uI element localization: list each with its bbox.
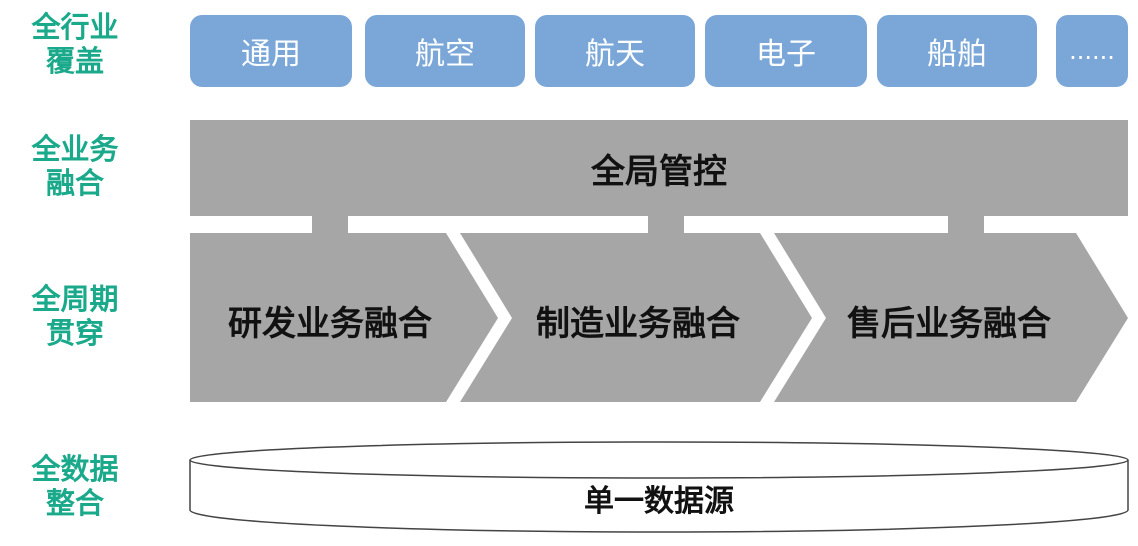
stage-aftersales-label: 售后业务融合 [847, 303, 1051, 344]
chevron-rd [190, 233, 498, 402]
industry-chip-more: ...... [1056, 15, 1128, 87]
label-data-integration: 全数据 整合 [10, 452, 140, 520]
connector [948, 214, 984, 234]
label-line: 全行业 [31, 10, 119, 44]
data-source-cylinder [189, 441, 1129, 533]
connector [312, 214, 348, 234]
stage-manufacturing-label: 制造业务融合 [536, 303, 740, 344]
industry-chip-general: 通用 [190, 15, 352, 87]
label-line: 全数据 [31, 452, 119, 486]
industry-chip-electronics: 电子 [705, 15, 867, 87]
label-industry-coverage: 全行业 覆盖 [10, 10, 140, 78]
label-business-fusion: 全业务 融合 [10, 132, 140, 200]
chevron-aftersales [774, 233, 1128, 402]
industry-chip-aerospace: 航天 [535, 15, 695, 87]
label-line: 贯穿 [45, 316, 104, 350]
connector [648, 214, 684, 234]
label-line: 整合 [45, 486, 104, 520]
global-control-bar: 全局管控 [190, 120, 1128, 216]
label-line: 全周期 [31, 282, 119, 316]
industry-chip-shipbuilding: 船舶 [877, 15, 1037, 87]
chevron-manufacturing [460, 233, 812, 402]
data-source-label: 单一数据源 [584, 484, 734, 519]
industry-row: 通用 航空 航天 电子 船舶 ...... [190, 15, 1128, 87]
label-lifecycle: 全周期 贯穿 [10, 282, 140, 350]
label-line: 全业务 [31, 132, 119, 166]
industry-chip-aviation: 航空 [365, 15, 525, 87]
label-line: 覆盖 [45, 44, 104, 78]
label-line: 融合 [45, 166, 104, 200]
stage-rd-label: 研发业务融合 [228, 303, 432, 344]
